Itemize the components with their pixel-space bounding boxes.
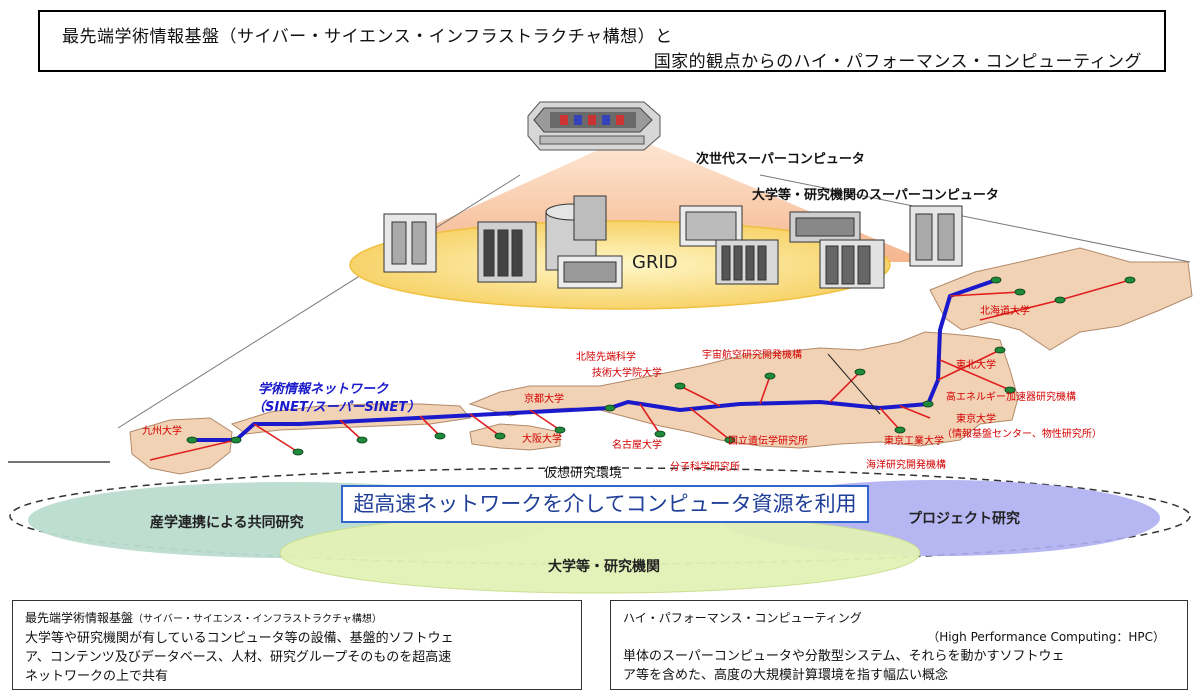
ellipse-left-label: 産学連携による共同研究 [150, 515, 304, 531]
institution-label: 大阪大学 [522, 434, 562, 445]
virtual-research-ellipse [9, 467, 1191, 565]
institution-label: 海洋研究開発機構 [866, 460, 946, 471]
info-box-hpc-title: ハイ・パフォーマンス・コンピューティング [623, 611, 862, 625]
virtual-research-label: 仮想研究環境 [544, 466, 623, 481]
kyushu-shape [129, 417, 233, 475]
info-box-csi-line: ア、コンテンツ及びデータベース、人材、研究グループそのものを超高速 [25, 650, 452, 665]
ellipse-right-label: プロジェクト研究 [908, 511, 1020, 527]
info-box-csi-line: 大学等や研究機関が有しているコンピュータ等の設備、基盤的ソフトウェ [25, 631, 454, 646]
network-label-line-1: 学術情報ネットワーク [258, 382, 389, 397]
grid-label: GRID [632, 252, 678, 273]
institution-label: 分子科学研究所 [670, 462, 740, 473]
chugoku-shape [230, 403, 471, 435]
projection-line-right [759, 174, 1191, 263]
institution-label: （情報基盤センター、物性研究所） [942, 429, 1102, 440]
network-nodes [186, 276, 1136, 456]
institution-label: 東京工業大学 [884, 436, 944, 447]
ellipse-bottom [279, 512, 921, 594]
university-supercomputers-label: 大学等・研究機関のスーパーコンピュータ [752, 188, 999, 203]
info-box-hpc: ハイ・パフォーマンス・コンピューティング （High Performance C… [610, 600, 1188, 690]
pointer-line [827, 353, 881, 415]
info-box-hpc-line: ア等を含めた、高度の大規模計算環境を指す幅広い概念 [623, 668, 949, 683]
info-box-csi-title: 最先端学術情報基盤 [25, 611, 134, 625]
title-line-1: 最先端学術情報基盤（サイバー・サイエンス・インフラストラクチャ構想）と [62, 27, 673, 47]
info-box-hpc-line: 単体のスーパーコンピュータや分散型システム、それらを動かすソフトウェ [623, 649, 1065, 664]
institution-label: 北陸先端科学 [576, 352, 636, 363]
network-banner: 超高速ネットワークを介してコンピュータ資源を利用 [341, 485, 869, 523]
infrastructure-diagram [8, 101, 1193, 594]
info-box-csi: 最先端学術情報基盤（サイバー・サイエンス・インフラストラクチャ構想） 大学等や研… [12, 600, 582, 690]
institution-label: 東京大学 [956, 414, 996, 425]
institution-label: 京都大学 [524, 394, 564, 405]
institution-label: 技術大学院大学 [592, 368, 662, 379]
institution-label: 名古屋大学 [612, 440, 662, 451]
institution-label: 北海道大学 [980, 306, 1030, 317]
info-box-csi-line: ネットワークの上で共有 [25, 669, 169, 684]
sinet-branch-lines [149, 279, 1131, 461]
institution-label: 高エネルギー加速器研究機構 [946, 392, 1076, 403]
projection-line-left [117, 174, 521, 429]
ellipse-bottom-label: 大学等・研究機関 [548, 559, 660, 575]
network-label-line-2: （SINET/スーパーSINET） [252, 400, 421, 415]
sinet-trunk-line [192, 278, 997, 442]
university-supercomputers-graphic [383, 195, 963, 289]
next-gen-supercomputer-graphic [527, 101, 661, 151]
info-box-csi-heading: 最先端学術情報基盤（サイバー・サイエンス・インフラストラクチャ構想） [25, 609, 569, 629]
title-line-2: 国家的観点からのハイ・パフォーマンス・コンピューティング [653, 52, 1142, 72]
title-box: 最先端学術情報基盤（サイバー・サイエンス・インフラストラクチャ構想）と 国家的観… [38, 10, 1166, 72]
institution-label: 宇宙航空研究開発機構 [702, 350, 802, 361]
institution-label: 東北大学 [956, 360, 996, 371]
institution-label: 国立遺伝学研究所 [728, 436, 808, 447]
info-box-csi-title-small: （サイバー・サイエンス・インフラストラクチャ構想） [133, 614, 382, 625]
info-box-hpc-subtitle: （High Performance Computing：HPC） [927, 630, 1165, 644]
institution-label: 九州大学 [142, 426, 182, 437]
next-gen-supercomputer-label: 次世代スーパーコンピュータ [696, 152, 865, 167]
